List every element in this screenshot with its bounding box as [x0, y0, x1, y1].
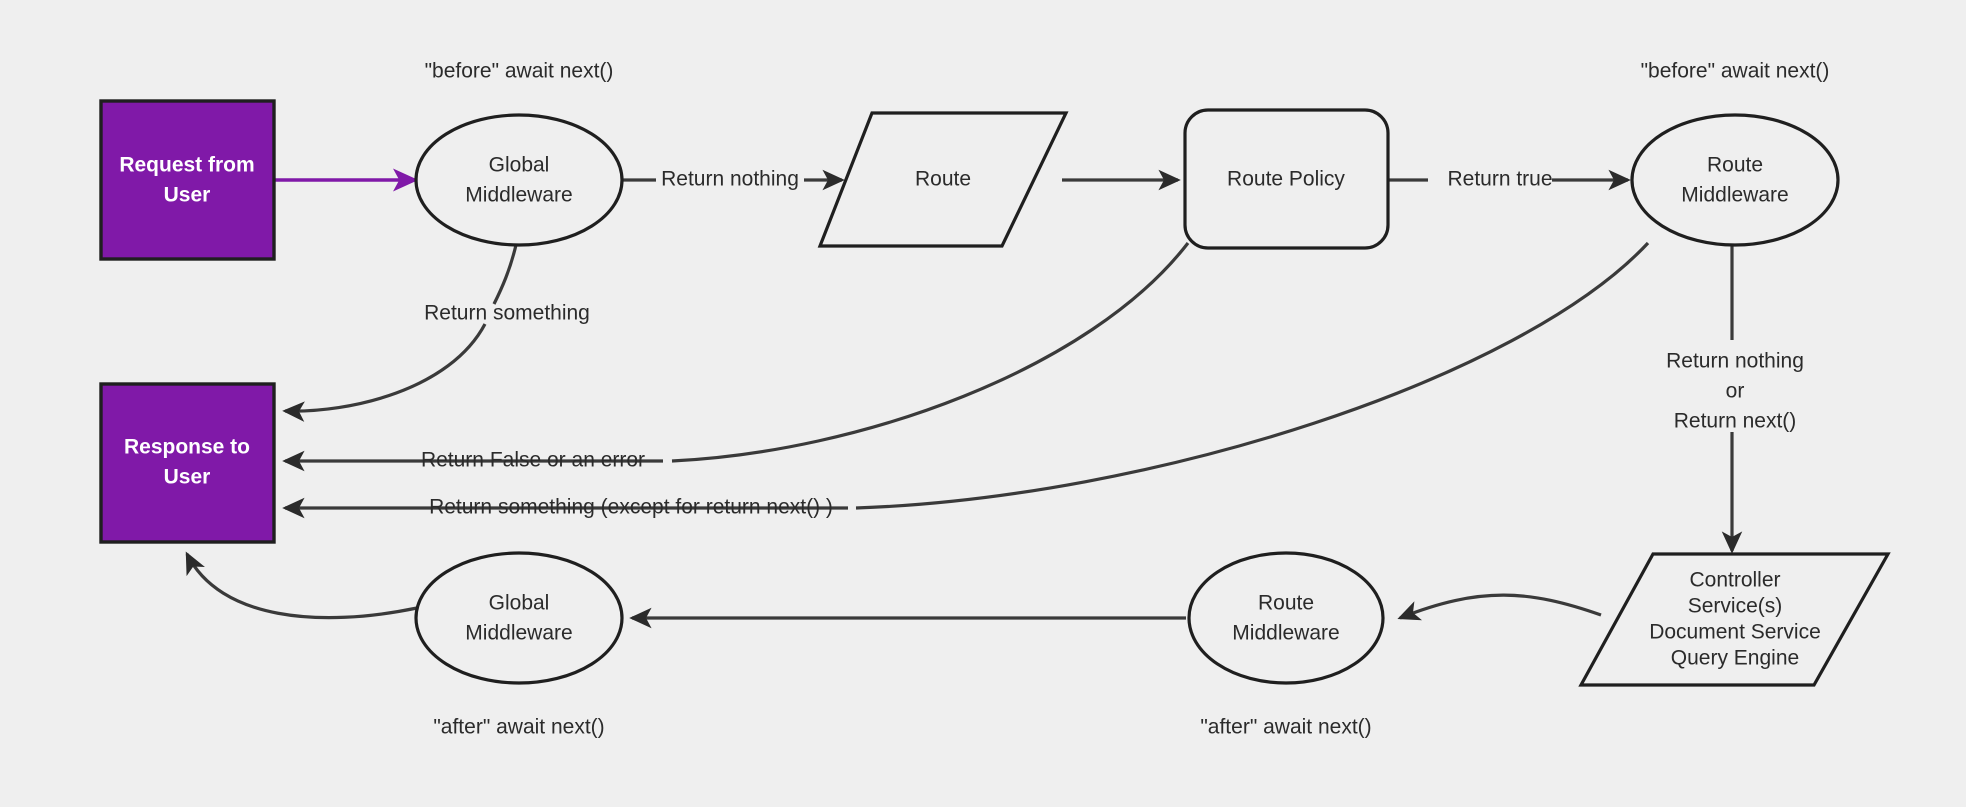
route-middleware-after-label-line1: Route — [1258, 592, 1314, 615]
route-middleware-after-label-line2: Middleware — [1232, 622, 1339, 645]
return-something-except-next-text: Return something (except for return next… — [429, 496, 833, 519]
node-route[interactable]: Route — [817, 111, 1069, 248]
before-await-next-route-text: "before" await next() — [1641, 60, 1830, 83]
controller-label-line4: Query Engine — [1671, 647, 1799, 670]
return-nothing-or-next-line2: or — [1726, 380, 1745, 403]
response-to-user-label-line2: User — [164, 466, 211, 489]
global-middleware-after-label-line1: Global — [489, 592, 550, 615]
controller-label-line1: Controller — [1689, 569, 1780, 592]
request-from-user-label-line1: Request from — [119, 154, 254, 177]
edge-global-middleware-to-response — [282, 244, 518, 422]
return-nothing-or-next-line1: Return nothing — [1666, 350, 1804, 373]
annotation-before-await-next-route: "before" await next() — [1641, 60, 1830, 83]
route-middleware-before-label-line1: Route — [1707, 154, 1763, 177]
node-request-from-user[interactable]: Request from User — [99, 99, 276, 261]
route-middleware-before-label-line2: Middleware — [1681, 184, 1788, 207]
response-to-user-label-line1: Response to — [124, 436, 250, 459]
annotation-after-await-next-route: "after" await next() — [1200, 716, 1371, 739]
node-route-middleware-after[interactable]: Route Middleware — [1187, 551, 1385, 685]
return-something-text: Return something — [424, 302, 590, 325]
node-global-middleware-after[interactable]: Global Middleware — [414, 551, 624, 685]
edge-label-return-false-or-error: Return False or an error — [421, 449, 645, 472]
node-response-to-user[interactable]: Response to User — [99, 382, 276, 544]
node-route-policy[interactable]: Route Policy — [1183, 108, 1390, 250]
edge-label-return-something-except-next: Return something (except for return next… — [429, 496, 833, 519]
edge-global-middleware-after-to-response — [185, 551, 418, 620]
global-middleware-before-label-line1: Global — [489, 154, 550, 177]
node-controller[interactable]: Controller Service(s) Document Service Q… — [1578, 552, 1891, 687]
annotation-after-await-next-global: "after" await next() — [433, 716, 604, 739]
route-label: Route — [915, 168, 971, 191]
global-middleware-before-label-line2: Middleware — [465, 184, 572, 207]
request-from-user-label-line2: User — [164, 184, 211, 207]
edge-label-return-something: Return something — [424, 302, 590, 325]
after-await-next-route-text: "after" await next() — [1200, 716, 1371, 739]
route-policy-label: Route Policy — [1227, 168, 1345, 191]
return-nothing-text: Return nothing — [661, 168, 799, 191]
return-false-or-error-text: Return False or an error — [421, 449, 645, 472]
annotation-before-await-next-global: "before" await next() — [425, 60, 614, 83]
edge-label-return-nothing: Return nothing — [661, 168, 799, 191]
controller-label-line2: Service(s) — [1688, 595, 1783, 618]
edge-route-policy-to-response — [282, 242, 1190, 472]
node-route-middleware-before[interactable]: Route Middleware — [1630, 113, 1840, 247]
edge-label-return-nothing-or-next: Return nothing or Return next() — [1666, 350, 1804, 433]
after-await-next-global-text: "after" await next() — [433, 716, 604, 739]
edge-route-middleware-to-response — [282, 241, 1650, 519]
before-await-next-global-text: "before" await next() — [425, 60, 614, 83]
return-true-text: Return true — [1447, 168, 1552, 191]
controller-label-line3: Document Service — [1649, 621, 1821, 644]
node-global-middleware-before[interactable]: Global Middleware — [414, 113, 624, 247]
edge-controller-to-route-middleware-after — [1397, 593, 1602, 621]
global-middleware-after-label-line2: Middleware — [465, 622, 572, 645]
edge-label-return-true: Return true — [1447, 168, 1552, 191]
return-nothing-or-next-line3: Return next() — [1674, 410, 1797, 433]
